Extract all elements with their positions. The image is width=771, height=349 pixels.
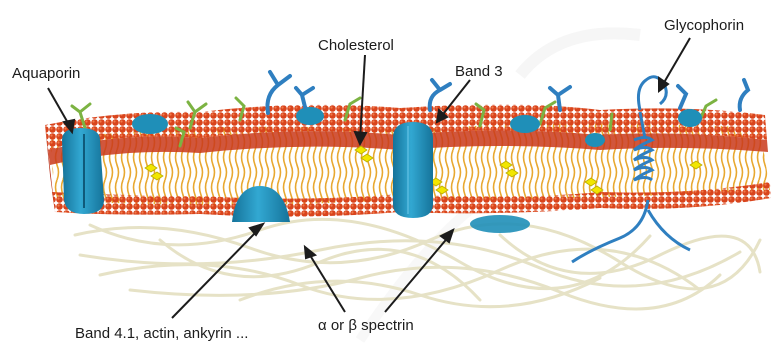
label-band3: Band 3	[455, 63, 503, 80]
label-spectrin: α or β spectrin	[318, 317, 414, 334]
aquaporin-protein	[62, 128, 104, 214]
label-cholesterol: Cholesterol	[318, 37, 394, 54]
label-aquaporin: Aquaporin	[12, 65, 80, 82]
label-band41: Band 4.1, actin, ankyrin ...	[75, 325, 248, 342]
label-glycophorin: Glycophorin	[664, 17, 744, 34]
band3-protein	[393, 122, 433, 218]
